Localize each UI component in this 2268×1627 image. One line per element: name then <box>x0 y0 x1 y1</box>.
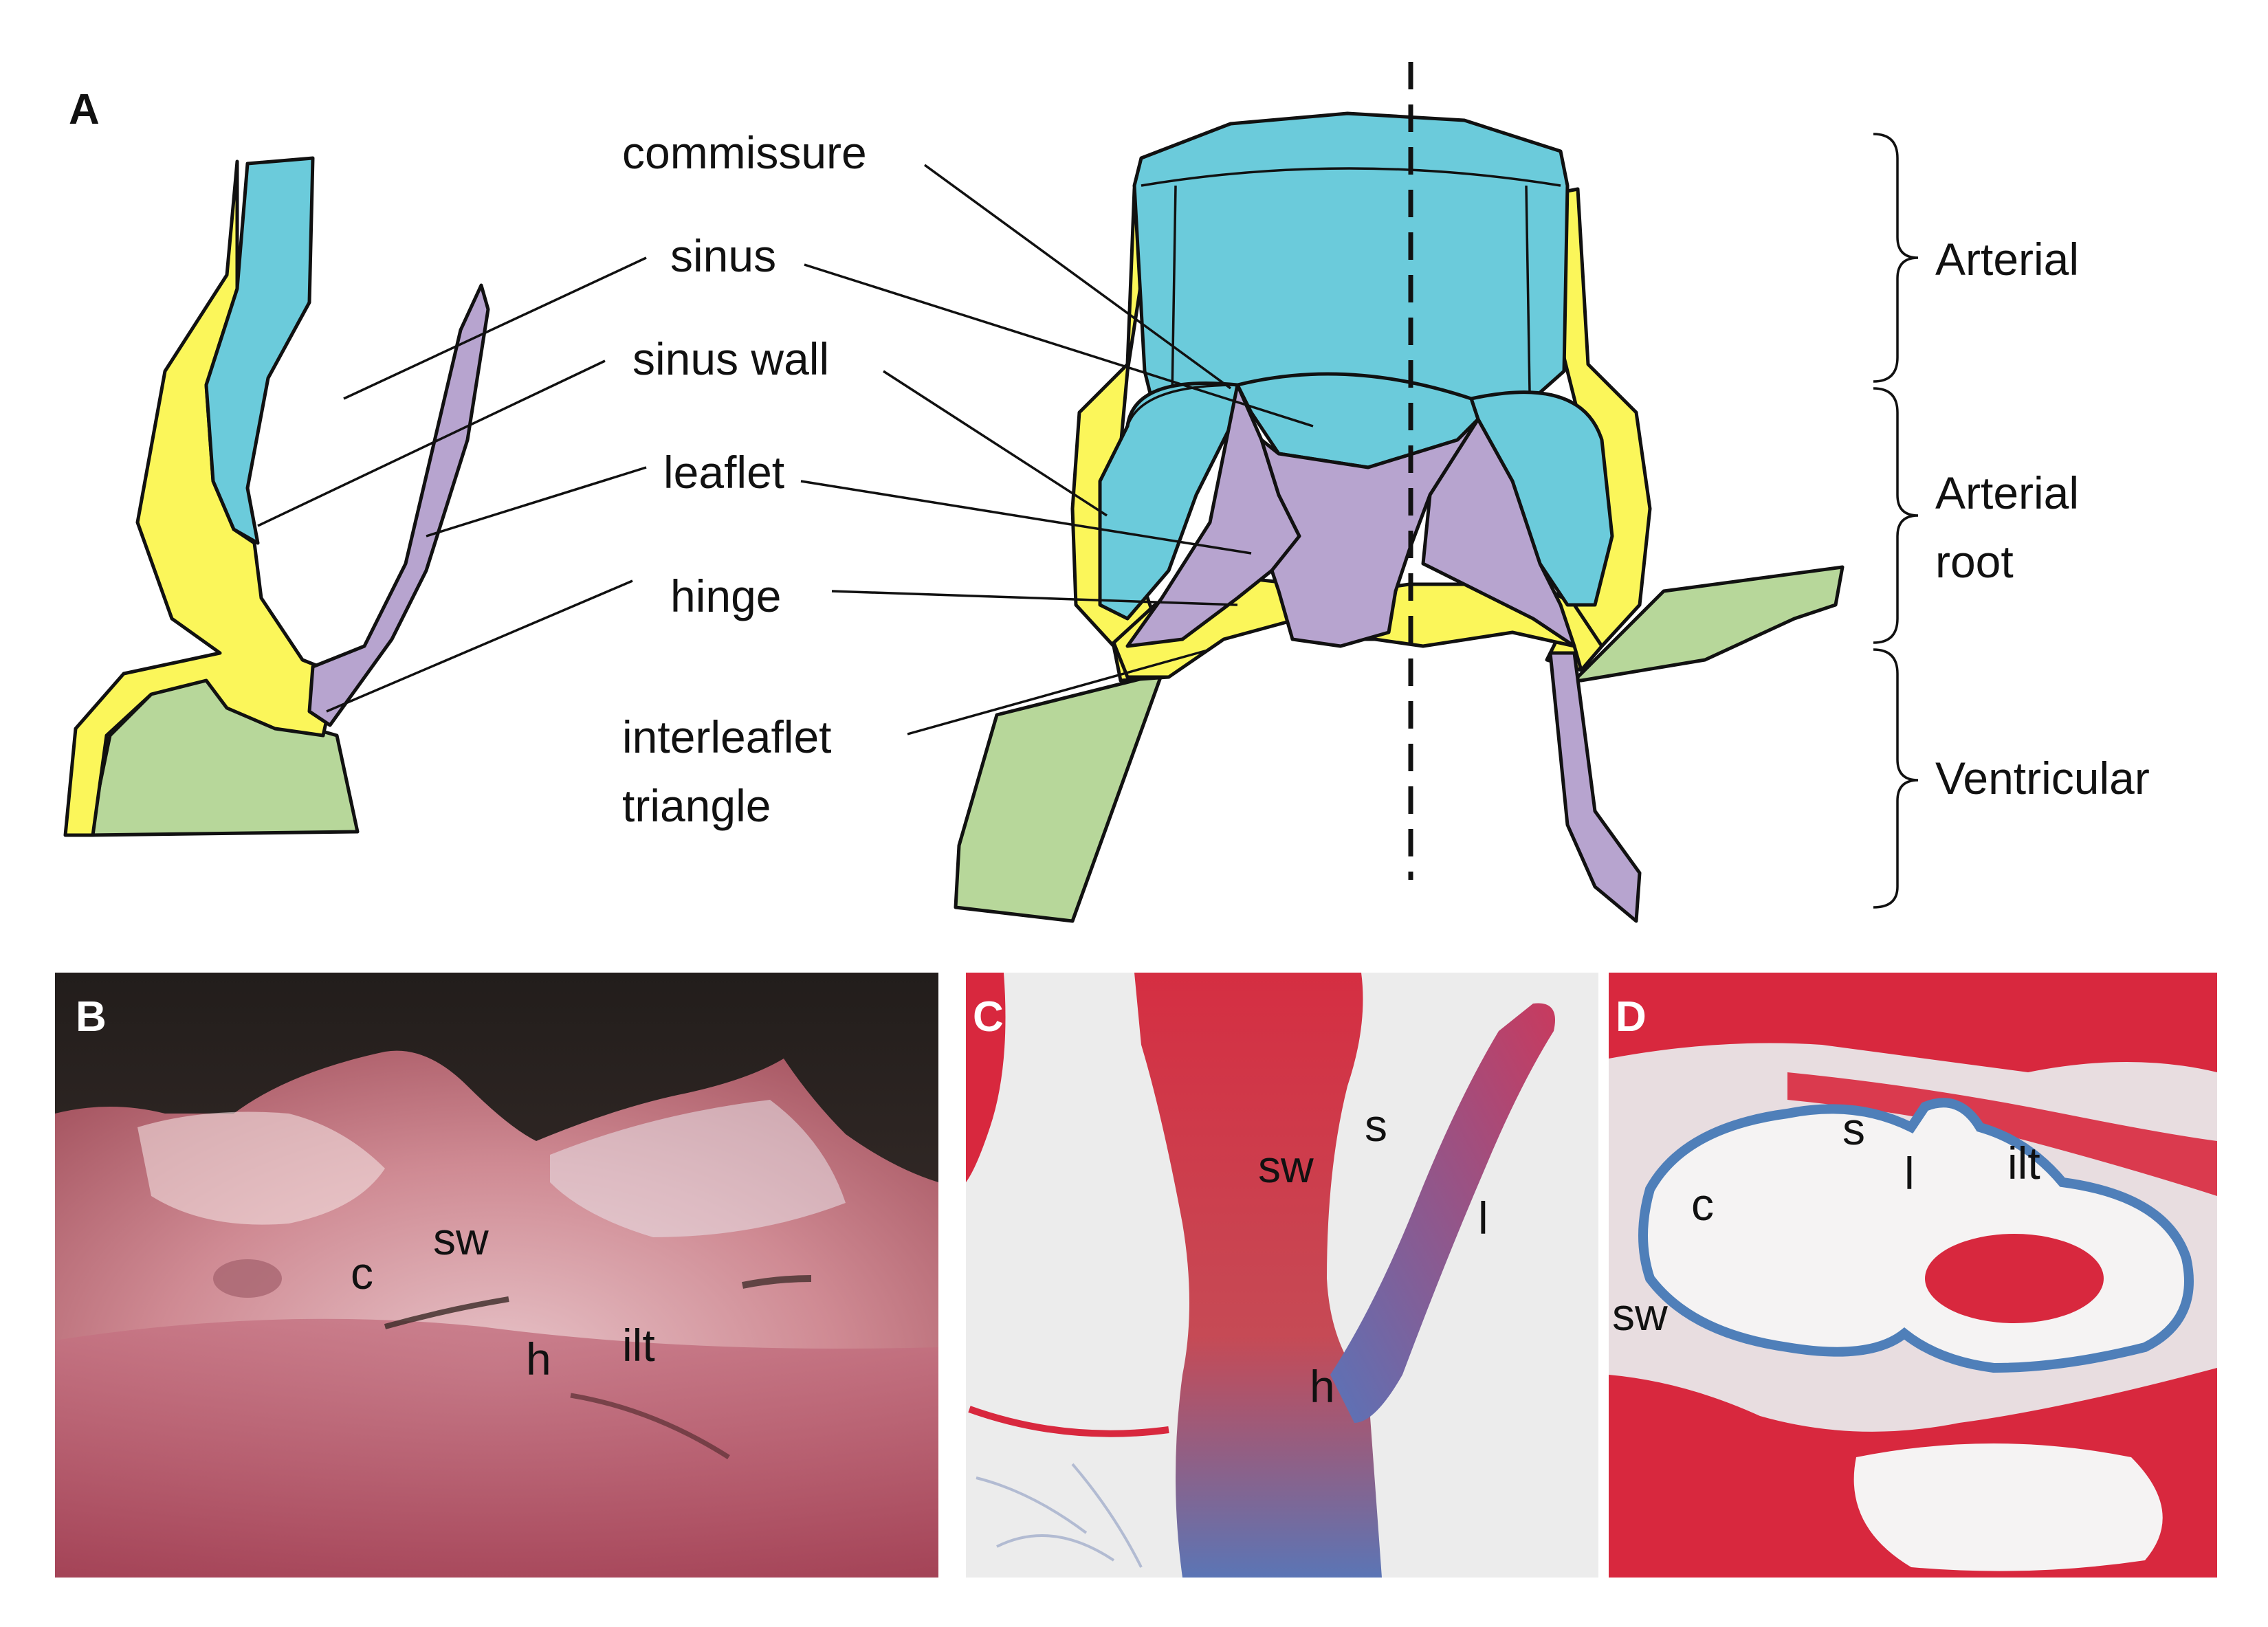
bracket-arterial-root <box>1873 387 1919 644</box>
dark-line-2 <box>742 1275 812 1289</box>
cylinder-left-inner <box>1171 185 1177 396</box>
right-ventricle-green-left <box>954 672 1164 923</box>
c-leaflet <box>1330 1003 1555 1423</box>
b-label-h: h <box>526 1333 551 1384</box>
leader-interleaflet <box>907 648 1211 735</box>
bracket-ventricular <box>1873 648 1919 909</box>
leader-lines <box>257 164 1314 735</box>
region-ventricular: Ventricular <box>1935 753 2150 804</box>
c-label-h: h <box>1310 1361 1335 1412</box>
leader-sinus-left <box>343 256 647 400</box>
leader-leaflet-right <box>800 480 1252 555</box>
right-root-diagram <box>954 111 1845 923</box>
tissue-lower <box>55 1318 938 1578</box>
left-cross-section <box>63 156 490 837</box>
d-lower-lumen <box>1853 1443 2163 1571</box>
b-label-ilt: ilt <box>622 1320 655 1371</box>
d-label-s: s <box>1842 1103 1865 1154</box>
panel-b-photo: B c sw h ilt <box>55 973 938 1578</box>
label-sinus: sinus <box>670 230 776 281</box>
leader-sinus-right <box>804 263 1314 428</box>
label-hinge: hinge <box>670 571 782 621</box>
leader-leaflet-left <box>426 466 647 538</box>
right-ventricle-green-right <box>1572 565 1845 683</box>
panel-b-letter: B <box>76 993 107 1041</box>
sinus-ridge <box>1126 373 1603 441</box>
leader-hinge-left <box>326 579 633 713</box>
region-arterial-root-line2: root <box>1935 536 2014 587</box>
region-arterial-root-line1: Arterial <box>1935 467 2079 518</box>
label-triangle: triangle <box>622 780 771 831</box>
dark-line-1 <box>384 1296 509 1329</box>
panel-c-histology: C sw s l h <box>966 973 1598 1578</box>
left-leaflet-purple <box>307 283 490 727</box>
panel-d-letter: D <box>1616 993 1647 1041</box>
tissue-highlight <box>137 1111 385 1225</box>
left-arterial-blue <box>204 156 315 545</box>
label-leaflet: leaflet <box>663 447 784 498</box>
b-label-sw: sw <box>433 1213 489 1264</box>
c-label-s: s <box>1365 1100 1387 1151</box>
label-sinus-wall: sinus wall <box>632 333 829 384</box>
c-label-sw: sw <box>1258 1141 1314 1192</box>
sinus-bulge-left <box>1098 381 1246 621</box>
d-label-c: c <box>1691 1179 1714 1230</box>
c-sinus-wall <box>1134 973 1382 1578</box>
d-label-ilt: ilt <box>2007 1138 2040 1188</box>
bracket-arterial <box>1873 133 1919 383</box>
panel-c-letter: C <box>973 993 1004 1041</box>
c-lower-strand <box>968 1406 1169 1437</box>
leader-commissure <box>923 164 1232 390</box>
region-brackets: Arterial Arterial root Ventricular <box>1873 133 2150 909</box>
tissue-highlight-right <box>550 1100 846 1237</box>
d-top-muscle <box>1609 973 2217 1072</box>
cylinder-right-inner <box>1525 185 1531 392</box>
c-lower-fibers <box>976 1463 1143 1568</box>
c-label-l: l <box>1478 1193 1488 1243</box>
label-commissure: commissure <box>622 127 867 178</box>
dark-line-3 <box>570 1393 730 1459</box>
d-label-sw: sw <box>1612 1289 1668 1340</box>
anatomy-labels: commissure sinus sinus wall leaflet hing… <box>622 127 867 831</box>
d-label-l: l <box>1904 1148 1915 1199</box>
b-label-c: c <box>351 1248 373 1298</box>
c-left-tissue <box>966 973 1006 1182</box>
d-blood-clot <box>1925 1234 2104 1323</box>
leaflet-right <box>1421 417 1576 648</box>
panel-d-histology: D s l ilt c sw <box>1609 973 2217 1578</box>
leader-sinus-wall-right <box>883 370 1108 517</box>
leader-hinge-right <box>831 590 1238 606</box>
leader-sinus-wall-left <box>257 359 606 527</box>
leaflet-strip-right <box>1548 651 1642 923</box>
label-interleaflet: interleaflet <box>622 711 832 762</box>
cylinder-top-edge <box>1141 167 1561 187</box>
region-arterial: Arterial <box>1935 234 2079 285</box>
sinus-pit <box>213 1259 282 1298</box>
panel-a-letter: A <box>69 86 100 133</box>
